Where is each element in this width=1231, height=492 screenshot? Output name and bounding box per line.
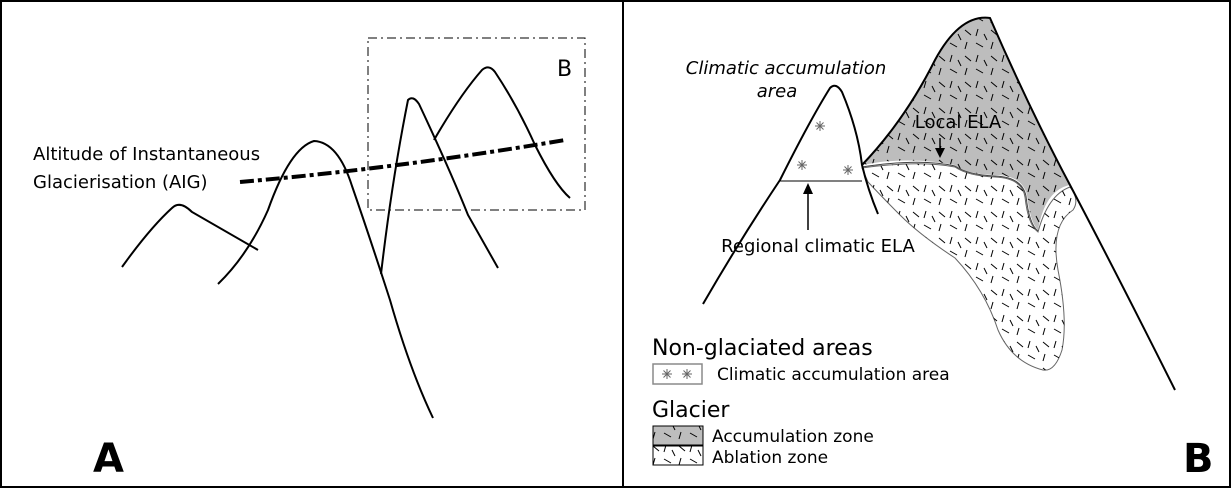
climatic-area-label-line2: area <box>757 81 798 102</box>
climatic-star-3 <box>842 164 854 176</box>
mountain-main <box>217 139 434 419</box>
accumulation-zone-hatch <box>862 17 1070 231</box>
legend-star-1 <box>661 368 673 380</box>
inset-box-b <box>367 37 586 211</box>
panel-label-a: A <box>93 436 124 482</box>
legend-climatic-label: Climatic accumulation area <box>717 365 950 385</box>
climatic-star-1 <box>814 120 826 132</box>
ablation-zone-hatch <box>862 163 1076 371</box>
legend-accumulation-label: Accumulation zone <box>712 427 874 447</box>
legend: Non-glaciated areas Climatic accumulatio… <box>652 336 950 468</box>
inset-label-b: B <box>557 57 572 82</box>
mountain-small-left <box>121 203 259 268</box>
legend-ablation-hatch <box>653 446 703 465</box>
legend-ablation-label: Ablation zone <box>712 448 828 468</box>
local-ela-label: Local ELA <box>915 112 1002 133</box>
panel-b: Climatic accumulation area Local ELA Reg… <box>652 16 1214 482</box>
aig-line <box>239 138 566 184</box>
climatic-area-label-line1: Climatic accumulation <box>686 58 887 79</box>
legend-star-2 <box>681 368 693 380</box>
panel-label-b: B <box>1183 436 1214 482</box>
regional-ela-label: Regional climatic ELA <box>721 236 915 257</box>
panel-a: B Altitude of Instantaneous Glacierisati… <box>33 37 586 482</box>
legend-climatic-swatch <box>652 363 703 385</box>
legend-accumulation-hatch <box>653 426 703 445</box>
mountain-peak-climatic <box>702 84 879 305</box>
mountain-inset-left <box>380 97 499 275</box>
local-ela-boundary <box>861 161 1039 232</box>
aig-label-line1: Altitude of Instantaneous <box>33 144 260 165</box>
local-ela-arrowhead <box>935 148 945 158</box>
mountain-peak-right <box>861 16 1176 391</box>
mountain-inset-right <box>433 66 571 199</box>
climatic-star-2 <box>796 159 808 171</box>
aig-label-line2: Glacierisation (AIG) <box>33 172 208 193</box>
regional-ela-arrowhead <box>803 183 813 194</box>
legend-non-glaciated-title: Non-glaciated areas <box>652 336 873 361</box>
legend-glacier-title: Glacier <box>652 398 730 423</box>
